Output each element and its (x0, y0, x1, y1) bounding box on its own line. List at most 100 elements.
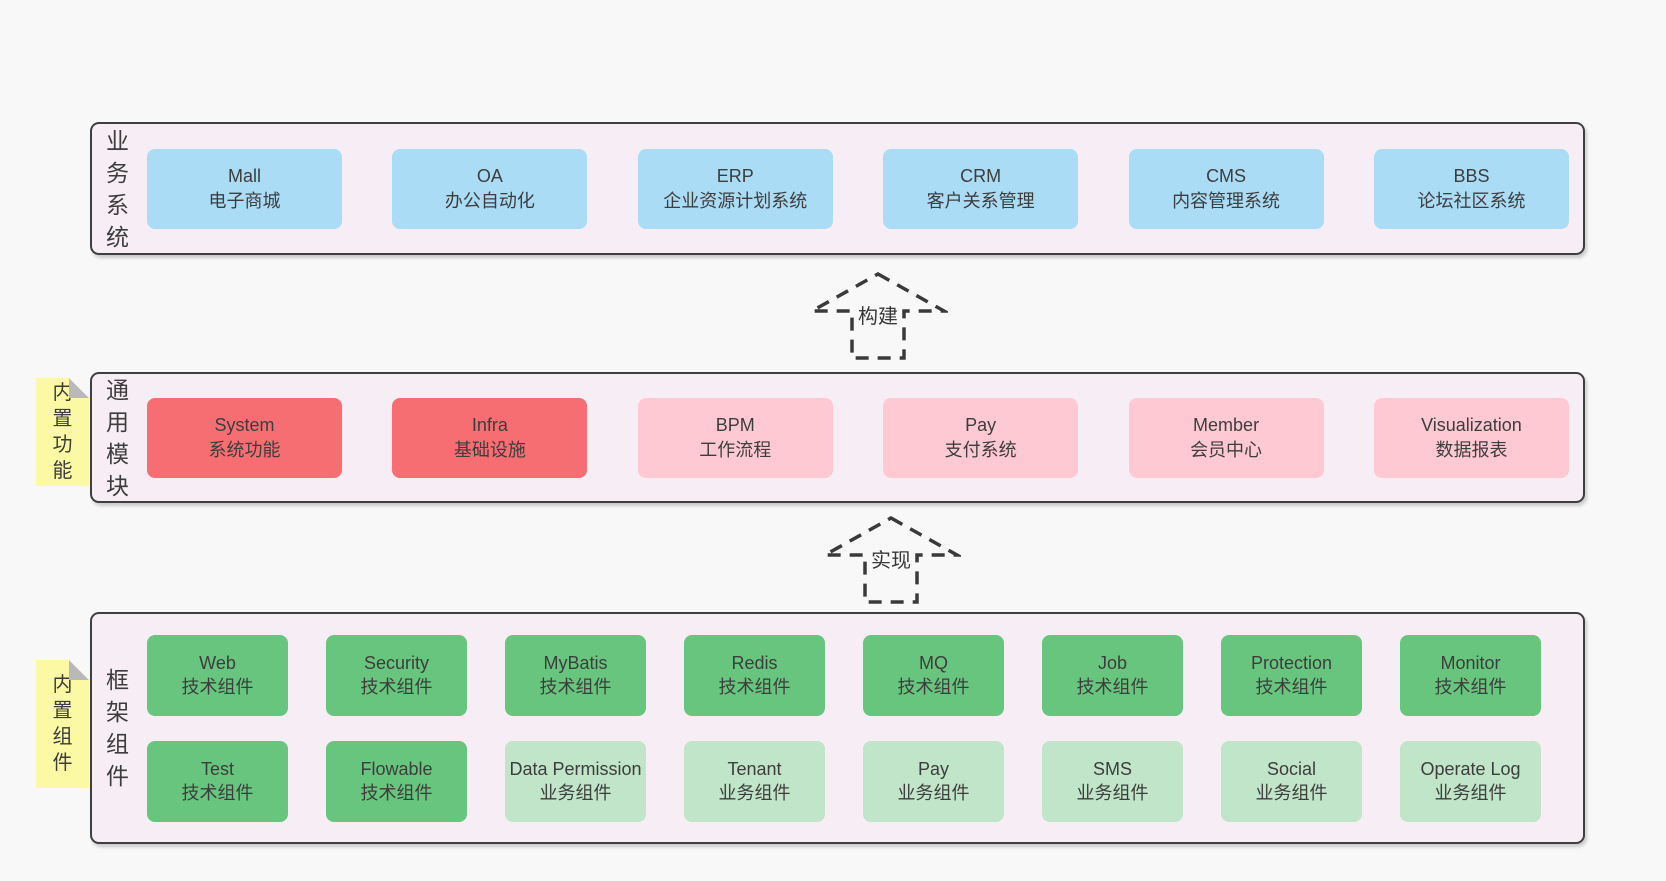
box-title: Test (200, 759, 234, 779)
box-test: Test 技术组件 (147, 740, 288, 822)
box-subtitle: 技术组件 (360, 677, 433, 697)
box-cms: CMS 内容管理系统 (1128, 148, 1324, 229)
box-subtitle: 基础设施 (453, 439, 526, 460)
note-built-in-components-label: 内置组件 (52, 674, 73, 774)
band-framework-components-label: 框架组件 (106, 667, 129, 789)
up-arrow-icon (808, 271, 948, 360)
components-boxes-grid: Web 技术组件 Security 技术组件 MyBatis 技术组件 Redi… (131, 634, 1583, 822)
box-title: BPM (715, 414, 755, 435)
business-boxes-row: Mall 电子商城 OA 办公自动化 ERP 企业资源计划系统 CRM 客户关系… (131, 148, 1583, 229)
box-title: Infra (471, 414, 508, 435)
box-subtitle: 业务组件 (718, 783, 791, 803)
box-subtitle: 系统功能 (208, 439, 281, 460)
box-title: Mall (227, 165, 261, 186)
box-title: SMS (1092, 759, 1132, 779)
box-subtitle: 支付系统 (944, 439, 1017, 460)
box-data-permission: Data Permission 业务组件 (505, 740, 646, 822)
band-business-systems-label: 业务系统 (106, 127, 129, 250)
box-subtitle: 业务组件 (539, 783, 612, 803)
box-title: Monitor (1440, 653, 1501, 673)
box-title: Member (1193, 414, 1260, 435)
box-bpm: BPM 工作流程 (637, 397, 833, 478)
box-subtitle: 电子商城 (208, 190, 281, 211)
box-title: Tenant (727, 759, 782, 779)
box-title: MyBatis (543, 653, 608, 673)
box-subtitle: 数据报表 (1435, 439, 1508, 460)
note-built-in-features: 内置功能 (36, 378, 89, 486)
box-subtitle: 技术组件 (539, 677, 612, 697)
box-visualization: Visualization 数据报表 (1373, 397, 1569, 478)
box-bbs: BBS 论坛社区系统 (1373, 148, 1569, 229)
box-infra: Infra 基础设施 (392, 397, 588, 478)
box-title: Security (363, 653, 430, 673)
box-monitor: Monitor 技术组件 (1400, 634, 1541, 716)
box-mybatis: MyBatis 技术组件 (505, 634, 646, 716)
box-title: BBS (1453, 165, 1490, 186)
box-subtitle: 技术组件 (1255, 677, 1328, 697)
box-flowable: Flowable 技术组件 (326, 740, 467, 822)
box-system: System 系统功能 (147, 397, 342, 478)
arrow-build-label: 构建 (854, 304, 902, 330)
box-subtitle: 技术组件 (718, 677, 791, 697)
box-subtitle: 业务组件 (1434, 783, 1507, 803)
box-tenant: Tenant 业务组件 (684, 740, 825, 822)
box-title: OA (476, 165, 503, 186)
arrow-implement: 实现 (821, 514, 961, 606)
box-title: Flowable (360, 759, 433, 779)
box-title: Visualization (1421, 414, 1522, 435)
box-title: Pay (917, 759, 950, 779)
box-title: Data Permission (509, 759, 642, 779)
box-subtitle: 业务组件 (1076, 783, 1149, 803)
box-redis: Redis 技术组件 (684, 634, 825, 716)
box-mq: MQ 技术组件 (863, 634, 1004, 716)
box-title: Redis (731, 653, 778, 673)
box-title: Job (1097, 653, 1128, 673)
up-arrow-icon (821, 515, 961, 604)
note-built-in-components: 内置组件 (36, 660, 89, 788)
box-title: Operate Log (1420, 759, 1521, 779)
box-member: Member 会员中心 (1128, 397, 1324, 478)
arrow-build: 构建 (808, 270, 948, 362)
box-mall: Mall 电子商城 (147, 148, 342, 229)
box-security: Security 技术组件 (326, 634, 467, 716)
box-subtitle: 工作流程 (699, 439, 772, 460)
box-subtitle: 客户关系管理 (926, 190, 1035, 211)
box-subtitle: 技术组件 (1434, 677, 1507, 697)
box-sms: SMS 业务组件 (1042, 740, 1183, 822)
box-title: CRM (960, 165, 1002, 186)
box-title: Pay (965, 414, 997, 435)
box-subtitle: 业务组件 (897, 783, 970, 803)
box-subtitle: 办公自动化 (444, 190, 535, 211)
box-title: Social (1266, 759, 1317, 779)
modules-boxes-row: System 系统功能 Infra 基础设施 BPM 工作流程 Pay 支付系统… (131, 397, 1583, 478)
box-pay-component: Pay 业务组件 (863, 740, 1004, 822)
band-common-modules-label: 通用模块 (106, 376, 129, 499)
components-row-2: Test 技术组件 Flowable 技术组件 Data Permission … (147, 740, 1541, 822)
arrow-implement-label: 实现 (867, 548, 915, 574)
box-crm: CRM 客户关系管理 (883, 148, 1079, 229)
box-subtitle: 会员中心 (1190, 439, 1263, 460)
box-pay-module: Pay 支付系统 (883, 397, 1079, 478)
components-row-1: Web 技术组件 Security 技术组件 MyBatis 技术组件 Redi… (147, 634, 1541, 716)
band-framework-components: 框架组件 Web 技术组件 Security 技术组件 MyBatis 技术组件… (90, 612, 1585, 844)
box-operate-log: Operate Log 业务组件 (1400, 740, 1541, 822)
box-subtitle: 技术组件 (897, 677, 970, 697)
box-web: Web 技术组件 (147, 634, 288, 716)
box-title: Web (199, 653, 236, 673)
box-title: CMS (1206, 165, 1247, 186)
box-subtitle: 内容管理系统 (1172, 190, 1281, 211)
box-title: MQ (919, 653, 948, 673)
box-subtitle: 企业资源计划系统 (663, 190, 808, 211)
box-title: System (214, 414, 275, 435)
box-subtitle: 技术组件 (181, 783, 254, 803)
box-subtitle: 技术组件 (1076, 677, 1149, 697)
folded-corner-icon (69, 378, 89, 398)
note-built-in-features-label: 内置功能 (52, 382, 73, 482)
box-subtitle: 论坛社区系统 (1417, 190, 1526, 211)
folded-corner-icon (69, 660, 89, 680)
box-social: Social 业务组件 (1221, 740, 1362, 822)
box-subtitle: 技术组件 (181, 677, 254, 697)
box-title: ERP (716, 165, 754, 186)
box-erp: ERP 企业资源计划系统 (637, 148, 833, 229)
